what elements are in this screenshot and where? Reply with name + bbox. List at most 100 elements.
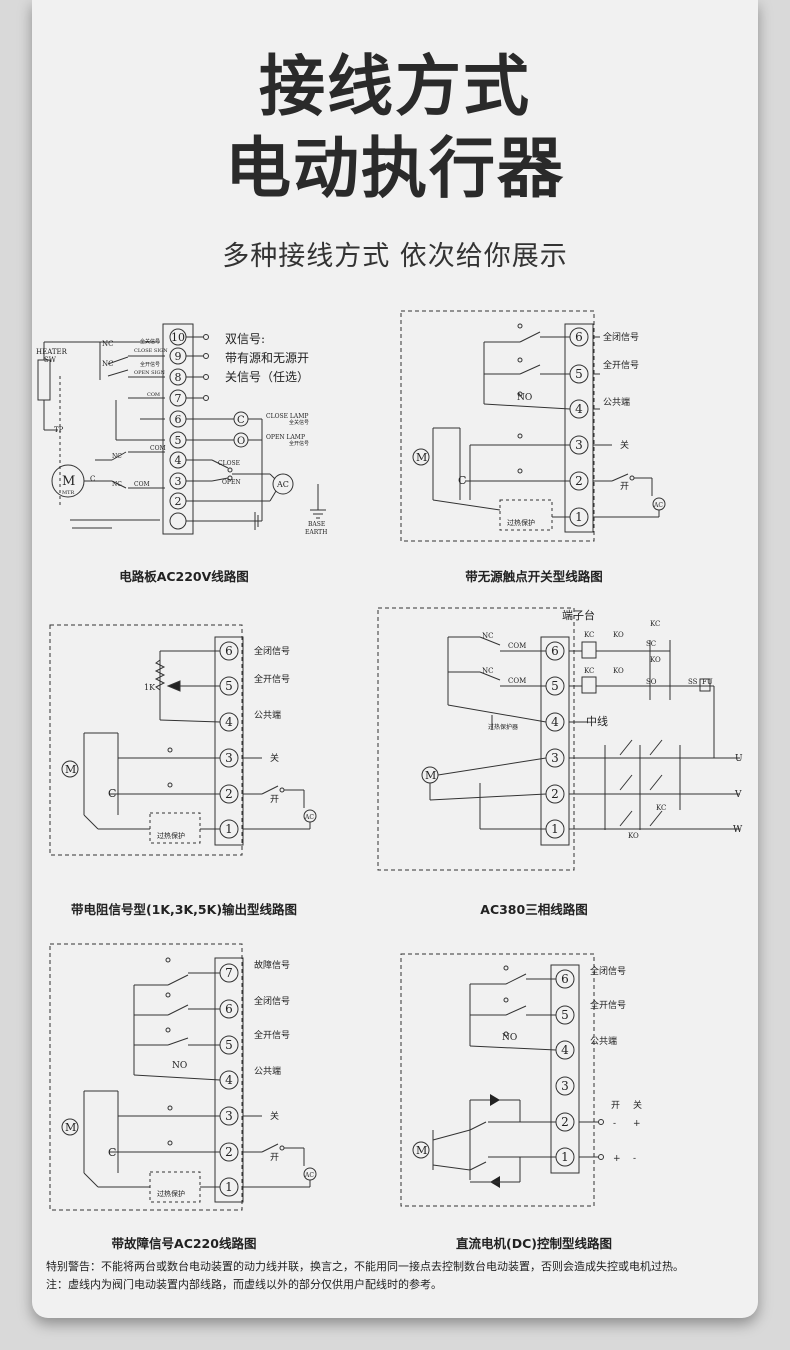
d1-base-label: BASE xyxy=(308,521,325,528)
d2-prot-label: 过热保护 xyxy=(507,518,535,527)
d6-close-label: 关 xyxy=(633,1099,642,1111)
diagram-fault-signal: 7 6 5 4 3 2 1 故障信号 全闭信号 全开信号 公共端 关 xyxy=(49,943,317,1211)
d1-close-lamp: CLOSE LAMP xyxy=(266,413,308,420)
d1-nc-label: NC xyxy=(112,453,122,460)
d3-prot-label: 过热保护 xyxy=(157,831,185,840)
d5-ac-label: AC xyxy=(304,1172,314,1179)
terminal-block xyxy=(550,964,580,1174)
d2-motor-label: M xyxy=(416,451,427,464)
d1-open-sign-cn: 全开信号 xyxy=(140,361,160,368)
d1-close-sign-en: CLOSE SIGN xyxy=(134,348,168,354)
d2-ac-label: AC xyxy=(653,502,663,509)
d1-nc-label: NC xyxy=(102,360,113,368)
d2-no-label: NO xyxy=(517,393,532,403)
terminal-block xyxy=(540,636,570,846)
caption-resistance-signal: 带电阻信号型(1K,3K,5K)输出型线路图 xyxy=(70,902,298,917)
d1-terminal: 2 xyxy=(175,495,182,508)
d4-kc-label: KC xyxy=(650,620,660,628)
d4-terminal: 2 xyxy=(551,787,559,801)
d5-no-label: NO xyxy=(172,1061,187,1071)
d3-res-label: 1K xyxy=(144,683,156,692)
d3-terminal: 5 xyxy=(225,679,233,693)
diagram-ac220v-board: 10 9 8 7 6 5 4 3 2 xyxy=(36,323,327,536)
d1-earth-label: EARTH xyxy=(305,529,327,536)
d1-lamp-o: O xyxy=(237,436,245,447)
d2-label-t3: 关 xyxy=(620,439,629,451)
d1-open-label: OPEN xyxy=(222,479,241,486)
d2-terminal: 6 xyxy=(575,330,583,344)
d6-plus-label: + xyxy=(633,1119,641,1129)
d1-nc-label: NC xyxy=(102,340,113,348)
d4-com-label: COM xyxy=(508,642,526,650)
d1-heater-label: HEATER xyxy=(36,348,68,356)
d1-terminal: 3 xyxy=(175,475,182,488)
d5-label-t2: 开 xyxy=(270,1152,279,1163)
d3-ac-label: AC xyxy=(304,814,314,821)
d1-terminal: 10 xyxy=(171,331,185,344)
d3-label-t4: 公共端 xyxy=(254,709,281,721)
d4-neutral-label: 中线 xyxy=(586,714,608,728)
d4-prot-label: 过热保护器 xyxy=(488,723,518,731)
d4-so-label: SO xyxy=(646,678,657,686)
d6-minus-label: - xyxy=(633,1154,636,1164)
d5-label-t4: 公共端 xyxy=(254,1065,281,1077)
d6-terminal: 5 xyxy=(561,1008,569,1022)
d6-terminal: 6 xyxy=(561,972,569,986)
d2-terminal: 2 xyxy=(575,474,583,488)
d1-note-1: 双信号: xyxy=(225,332,265,346)
d4-ko-label: KO xyxy=(628,832,639,840)
d1-tp-label: TP xyxy=(54,426,64,434)
d6-terminal: 1 xyxy=(561,1150,569,1164)
d5-label-t5: 全开信号 xyxy=(254,1029,290,1041)
d1-terminal: 7 xyxy=(175,392,182,405)
diagram-dc-motor: 6 5 4 3 2 1 全闭信号 全开信号 公共端 NO 开 关 xyxy=(400,953,642,1207)
d3-label-t2: 开 xyxy=(270,794,279,805)
d6-label-t4: 公共端 xyxy=(590,1035,617,1047)
d2-label-t2: 开 xyxy=(620,481,629,492)
d4-terminal: 3 xyxy=(551,751,559,765)
d1-close-label: CLOSE xyxy=(218,460,240,467)
d1-motor-label: M xyxy=(62,474,75,489)
d6-terminal: 3 xyxy=(561,1079,569,1093)
d3-label-t6: 全闭信号 xyxy=(254,645,290,657)
d1-open-lamp-cn: 全开信号 xyxy=(289,440,309,447)
d3-motor-label: M xyxy=(65,763,76,776)
footnote: 注：虚线内为阀门电动装置内部线路，而虚线以外的部分仅供用户配线时的参考。 xyxy=(46,1278,442,1291)
d1-nc-label: NC xyxy=(112,481,122,488)
diagram-ac380-three-phase: 6 5 4 3 2 1 端子台 xyxy=(377,607,743,871)
d4-ss-label: SS xyxy=(688,678,698,686)
d4-sc-label: SC xyxy=(646,640,656,648)
d1-open-sign-en: OPEN SIGN xyxy=(134,370,165,376)
d4-nc-label: NC xyxy=(482,632,493,640)
d6-terminal: 4 xyxy=(561,1043,569,1057)
d1-open-lamp: OPEN LAMP xyxy=(266,434,305,441)
page-title-secondary: 电动执行器 xyxy=(225,130,565,207)
d4-v-label: V xyxy=(734,790,742,800)
d6-minus-label: - xyxy=(613,1119,616,1129)
d5-terminal: 1 xyxy=(225,1180,233,1194)
caption-passive-contact: 带无源触点开关型线路图 xyxy=(465,569,603,584)
d5-terminal: 4 xyxy=(225,1073,233,1087)
d4-block-label: 端子台 xyxy=(562,608,595,622)
d4-terminal: 1 xyxy=(551,822,559,836)
d2-label-t4: 公共端 xyxy=(603,396,630,408)
d1-ac-label: AC xyxy=(276,480,289,489)
d5-label-t6: 全闭信号 xyxy=(254,995,290,1007)
d2-label-t6: 全闭信号 xyxy=(603,331,639,343)
page-title: 接线方式 xyxy=(259,48,531,125)
d6-label-t6: 全闭信号 xyxy=(590,965,626,977)
d3-label-t3: 关 xyxy=(270,752,279,764)
warning-note: 特别警告：不能将两台或数台电动装置的动力线并联，换言之，不能用同一接点去控制数台… xyxy=(46,1260,684,1273)
d4-fu-label: FU xyxy=(702,678,713,686)
d4-kc-label: KC xyxy=(584,667,594,675)
d4-terminal: 4 xyxy=(551,715,559,729)
d6-plus-label: + xyxy=(613,1154,621,1164)
d5-label-t3: 关 xyxy=(270,1110,279,1122)
d4-kc-label: KC xyxy=(656,804,666,812)
d3-terminal: 4 xyxy=(225,715,233,729)
d2-terminal: 5 xyxy=(575,367,583,381)
d6-motor-label: M xyxy=(416,1144,427,1157)
d3-cap-label: C xyxy=(108,787,116,800)
d1-note-3: 关信号（任选） xyxy=(225,370,309,384)
